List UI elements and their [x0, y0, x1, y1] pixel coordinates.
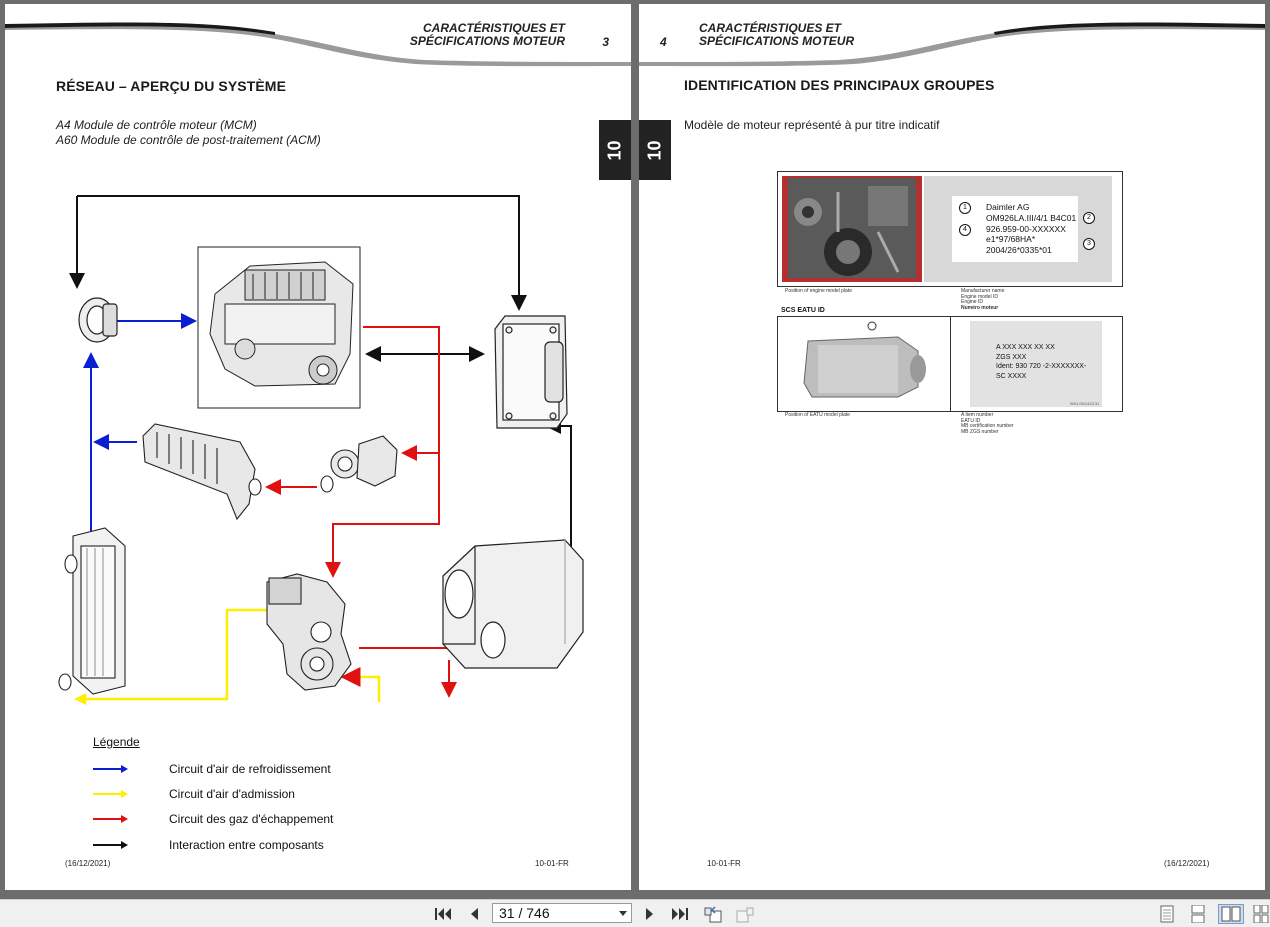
header-title: CARACTÉRISTIQUES ET SPÉCIFICATIONS MOTEU… — [410, 22, 565, 48]
go-forward-icon — [736, 907, 754, 923]
cooling-lines — [83, 313, 197, 534]
viewer-toolbar: 31 / 746 — [0, 899, 1270, 927]
page-indicator: 31 / 746 — [499, 905, 550, 921]
control-unit-image — [494, 315, 568, 429]
next-page-icon — [646, 908, 653, 920]
eatu-code: W01.09/1423.31 — [1070, 401, 1100, 406]
intake-manifold-image — [142, 423, 262, 521]
two-page-icon — [1221, 906, 1241, 922]
egr-valve-image — [320, 435, 398, 493]
eatu-plate-text: A XXX XXX XX XX ZGS XXX Ident: 930 720 -… — [996, 343, 1086, 381]
first-page-icon — [435, 908, 451, 920]
page-selector[interactable]: 31 / 746 — [492, 903, 632, 923]
engine-image — [197, 246, 361, 409]
last-page-icon — [672, 908, 688, 920]
intake-lines — [74, 608, 381, 706]
first-page-button[interactable] — [433, 904, 453, 924]
header-line-1: CARACTÉRISTIQUES ET — [422, 21, 565, 35]
section-tab: 10 — [639, 120, 671, 180]
continuous-page-icon — [1191, 905, 1205, 923]
page-title: RÉSEAU – APERÇU DU SYSTÈME — [56, 78, 287, 94]
eatu-ident: Ident: 930 720 -2-XXXXXXX- — [996, 363, 1087, 370]
plate-manufacturer: Daimler AG — [986, 202, 1030, 212]
engine-photo — [782, 176, 1112, 282]
eatu-heading: SCS EATU ID — [781, 307, 825, 314]
footer-date: (16/12/2021) — [65, 859, 111, 868]
engine-plate-legend: Manufacturer name Engine model ID Engine… — [961, 288, 1005, 311]
plate-number: 2004/26*0335*01 — [986, 245, 1052, 256]
page-number: 4 — [660, 35, 667, 49]
eatu-plate-figure: A XXX XXX XX XX ZGS XXX Ident: 930 720 -… — [777, 316, 1123, 412]
single-page-view-button[interactable] — [1157, 904, 1177, 924]
right-page: 4 CARACTÉRISTIQUES ET SPÉCIFICATIONS MOT… — [639, 4, 1265, 890]
legend-title: Légende — [93, 735, 140, 749]
callout-3: 3 — [1083, 238, 1095, 250]
eatu-legend: A item number EATU ID MB certification n… — [961, 412, 1014, 435]
engine-plate-caption: Position of engine model plate — [785, 288, 852, 294]
header-title: CARACTÉRISTIQUES ET SPÉCIFICATIONS MOTEU… — [699, 22, 854, 48]
go-forward-button[interactable] — [735, 904, 755, 924]
aftertreatment-unit-image — [442, 539, 584, 669]
header-swoosh — [639, 22, 1265, 67]
left-page: CARACTÉRISTIQUES ET SPÉCIFICATIONS MOTEU… — [5, 4, 631, 890]
subtitle-acm: A60 Module de contrôle de post-traitemen… — [56, 133, 321, 147]
two-page-continuous-view-button[interactable] — [1252, 904, 1270, 924]
next-page-button[interactable] — [640, 904, 660, 924]
footer-code: 10-01-FR — [535, 859, 569, 868]
single-page-icon — [1160, 905, 1174, 923]
last-page-button[interactable] — [670, 904, 690, 924]
header-line-2: SPÉCIFICATIONS MOTEUR — [409, 34, 565, 48]
chevron-down-icon — [619, 911, 627, 916]
charge-air-cooler-image — [58, 527, 126, 695]
system-diagram — [58, 195, 584, 706]
eatu-caption: Position of EATU model plate — [785, 412, 850, 418]
header-swoosh — [5, 22, 631, 67]
engine-plate-figure: Daimler AG OM926LA.III/4/1 B4C01 926.959… — [777, 171, 1123, 287]
callout-1: 1 — [959, 202, 971, 214]
callout-4: 4 — [959, 224, 971, 236]
go-back-icon — [704, 906, 722, 923]
air-flow-sensor — [78, 297, 118, 343]
header-line-2: SPÉCIFICATIONS MOTEUR — [699, 34, 855, 48]
page-subtitle: Modèle de moteur représenté à pur titre … — [684, 118, 940, 132]
eatu-sc: SC XXXX — [996, 372, 1027, 380]
turbocharger-image — [266, 573, 352, 691]
plate-engine-model: OM926LA.III/4/1 B4C01 — [986, 212, 1077, 223]
eatu-photo — [803, 321, 926, 398]
footer-code: 10-01-FR — [707, 859, 741, 868]
previous-page-button[interactable] — [464, 904, 484, 924]
two-page-view-button[interactable] — [1218, 904, 1244, 924]
engine-plate-text: Daimler AG OM926LA.III/4/1 B4C01 926.959… — [986, 202, 1076, 256]
plate-certification: e1*97/68HA* — [986, 234, 1036, 245]
plate-engine-id: 926.959-00-XXXXXX — [986, 223, 1066, 234]
eatu-item-number: A XXX XXX XX XX — [996, 344, 1055, 351]
continuous-view-button[interactable] — [1188, 904, 1208, 924]
previous-page-icon — [471, 908, 478, 920]
go-back-button[interactable] — [703, 904, 723, 924]
section-tab: 10 — [599, 120, 631, 180]
eatu-zgs: ZGS XXX — [996, 353, 1027, 361]
page-number: 3 — [602, 35, 609, 49]
callout-2: 2 — [1083, 212, 1095, 224]
two-page-continuous-icon — [1253, 905, 1269, 923]
page-title: IDENTIFICATION DES PRINCIPAUX GROUPES — [684, 77, 995, 93]
header-line-1: CARACTÉRISTIQUES ET — [699, 21, 842, 35]
footer-date: (16/12/2021) — [1164, 859, 1210, 868]
subtitle-mcm: A4 Module de contrôle moteur (MCM) — [56, 118, 257, 132]
